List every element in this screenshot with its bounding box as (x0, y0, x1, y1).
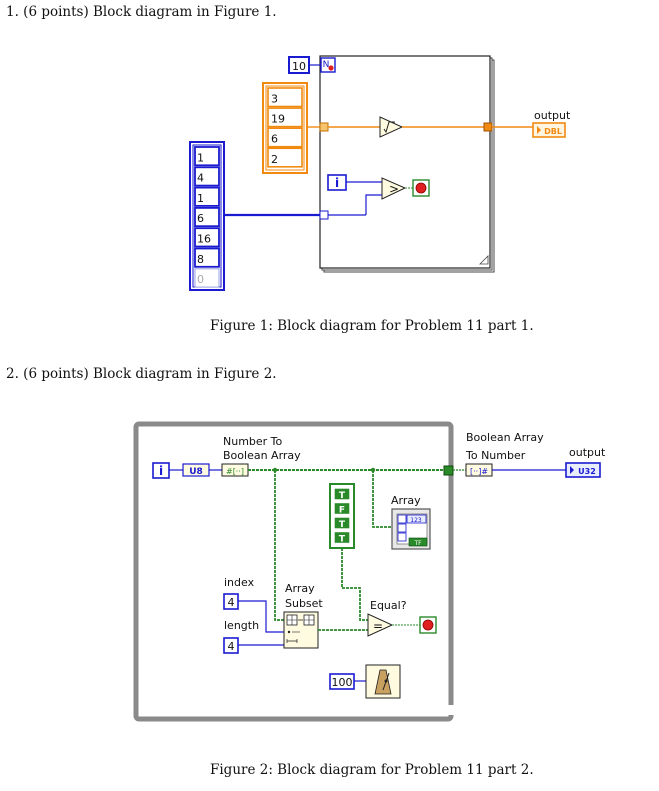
wait-constant: 100 (329, 673, 355, 690)
orange-array-value: 3 (271, 93, 278, 106)
svg-text:#[··]: #[··] (226, 467, 244, 476)
boolean-array-element (333, 516, 351, 530)
svg-text:Array: Array (285, 582, 315, 595)
orange-array-value: 19 (271, 113, 285, 126)
svg-text:[··]#: [··]# (470, 467, 488, 476)
svg-text:Number To: Number To (223, 435, 283, 448)
blue-array-value: 1 (197, 151, 204, 164)
metronome-wait-icon (365, 664, 401, 699)
svg-text:U8: U8 (189, 467, 203, 477)
boolean-array-value: T (339, 520, 346, 530)
svg-text:>: > (389, 182, 399, 196)
svg-text:N: N (323, 60, 330, 70)
blue-array-element (194, 186, 220, 207)
blue-array-element (194, 166, 220, 187)
svg-text:i: i (159, 464, 163, 478)
orange-array-element (267, 147, 303, 168)
array-subset-node (283, 611, 319, 649)
svg-text:U32: U32 (578, 467, 596, 476)
boolean-array-value: F (339, 506, 345, 516)
svg-text:4: 4 (228, 640, 235, 653)
svg-text:DBL: DBL (544, 127, 562, 136)
greater-than-node: > (381, 177, 407, 200)
svg-text:Boolean Array: Boolean Array (223, 449, 301, 462)
svg-text:To Number: To Number (465, 449, 526, 462)
index-label: index (224, 576, 255, 589)
equal-label: Equal? (370, 599, 407, 612)
blue-array-value: 16 (197, 233, 211, 246)
boolean-array-to-number-node: [··]# (465, 463, 493, 477)
length-constant: 4 (223, 637, 239, 654)
boolean-array-value: T (339, 535, 346, 545)
figure-2-caption: Figure 2: Block diagram for Problem 11 p… (210, 762, 534, 778)
blue-array-value: 8 (197, 253, 204, 266)
problem-1-heading: 1. (6 points) Block diagram in Figure 1. (6, 4, 277, 20)
orange-array-element (267, 107, 303, 128)
stop-terminal-2 (419, 616, 437, 634)
boolean-array-element (333, 501, 351, 516)
output-indicator-dbl: DBL (532, 122, 566, 138)
svg-text:123: 123 (410, 517, 422, 524)
equal-node: = (367, 613, 394, 637)
stop-terminal (412, 179, 430, 197)
array-indicator-label: Array (391, 494, 421, 507)
for-loop-structure (319, 55, 495, 273)
figure-1-caption: Figure 1: Block diagram for Problem 11 p… (210, 318, 534, 334)
output-label-2: output (569, 446, 606, 459)
length-label: length (224, 619, 259, 632)
svg-text:i: i (335, 176, 339, 190)
svg-text:=: = (373, 619, 383, 633)
square-root-node (379, 116, 404, 138)
blue-array-element (194, 146, 220, 167)
output-label-1: output (534, 109, 571, 122)
blue-array-value: 4 (197, 172, 204, 185)
svg-text:TF: TF (413, 540, 422, 547)
svg-text:Subset: Subset (285, 597, 323, 610)
boolean-array-element (333, 487, 351, 501)
index-constant: 4 (223, 593, 239, 610)
output-indicator-u32: U32 (565, 462, 601, 478)
loop-count-text: 10 (292, 60, 306, 73)
orange-array-value: 6 (271, 133, 278, 146)
svg-text:100: 100 (332, 676, 353, 689)
orange-array-element (267, 127, 303, 148)
blue-array-value: 1 (197, 192, 204, 205)
blue-array-element (194, 206, 220, 228)
orange-array-constant: 3 19 6 2 (262, 82, 308, 174)
svg-text:Boolean Array: Boolean Array (466, 431, 544, 444)
boolean-array-element (333, 530, 351, 545)
problem-2-heading: 2. (6 points) Block diagram in Figure 2. (6, 366, 277, 382)
blue-array-value: 0 (197, 273, 204, 286)
blue-array-element (194, 247, 220, 268)
iteration-terminal-2: i (152, 462, 170, 479)
boolean-array-value: T (339, 491, 346, 501)
blue-array-element (194, 268, 220, 288)
blue-array-element (194, 227, 220, 248)
while-loop-structure (133, 421, 454, 722)
orange-array-value: 2 (271, 153, 278, 166)
to-u8-node: U8 (182, 463, 210, 477)
array-indicator: 123 TF (391, 508, 431, 550)
number-to-boolean-array-node: #[··] (221, 463, 249, 477)
blue-array-value: 6 (197, 212, 204, 225)
svg-text:4: 4 (228, 596, 235, 609)
orange-array-element (267, 87, 303, 108)
loop-count-terminal: N (320, 57, 336, 73)
